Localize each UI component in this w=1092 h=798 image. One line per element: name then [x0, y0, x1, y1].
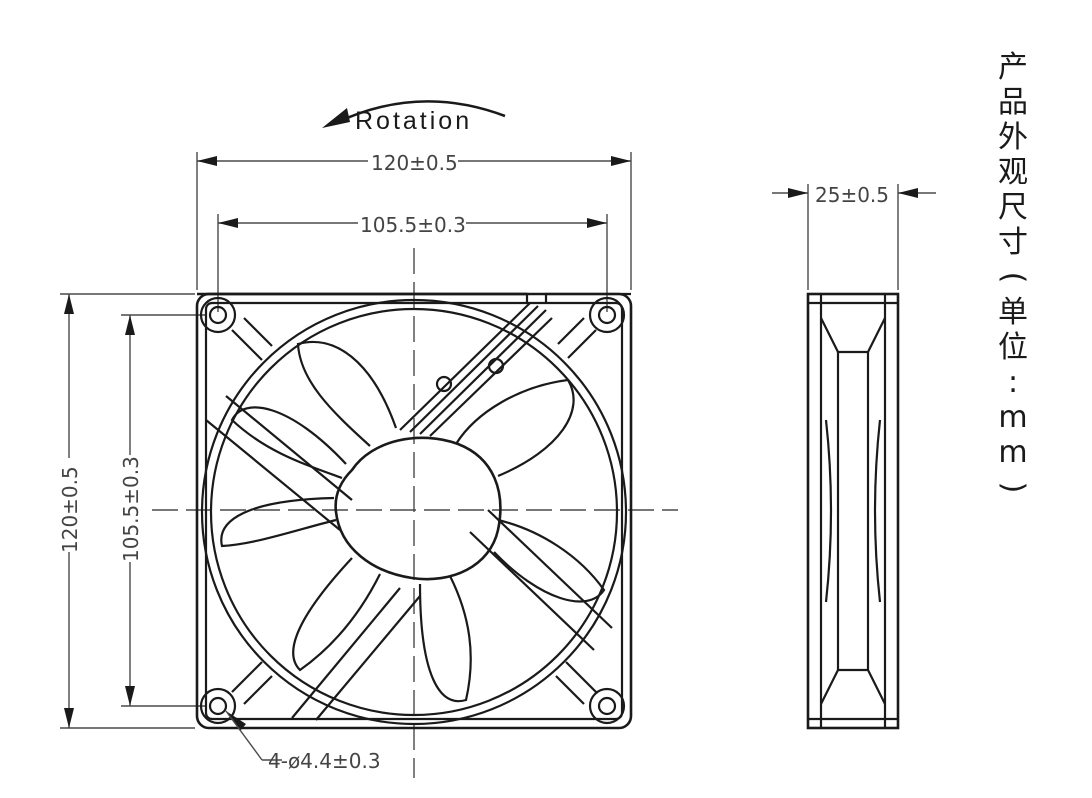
dimension-hole-spacing-vertical: 105.5±0.3: [119, 314, 205, 707]
units-note: 产 品 外 观 尺 寸 ( 单 位 : m m ): [988, 50, 1038, 505]
units-note-char: ): [995, 481, 1031, 494]
corner-webs: [231, 317, 597, 705]
units-note-char: m: [998, 435, 1028, 470]
fan-front-view: 4-ø4.4±0.3: [195, 292, 633, 773]
units-note-char: (: [995, 271, 1031, 284]
fan-blade-3: [493, 518, 606, 603]
frame-inner: [204, 301, 624, 721]
wire-channel: [399, 302, 553, 437]
fan-blade-4: [418, 575, 472, 703]
venturi-outer: [200, 298, 628, 726]
support-spokes: [205, 395, 613, 721]
dimension-thickness: 25±0.5: [772, 183, 936, 290]
mounting-hole-top-left: [208, 305, 228, 325]
mounting-holes-label: 4-ø4.4±0.3: [268, 749, 381, 773]
units-note-char: 寸: [998, 225, 1028, 260]
mounting-hole-bottom-right: [597, 696, 617, 716]
fan-side-view: 25±0.5: [772, 183, 936, 730]
fan-blade-2: [455, 378, 575, 478]
units-note-char: 尺: [998, 190, 1028, 225]
mounting-hole-leader: 4-ø4.4±0.3: [225, 710, 381, 773]
thickness-label: 25±0.5: [815, 183, 889, 207]
units-note-char: 品: [998, 85, 1028, 120]
rotation-arrowhead: [322, 108, 350, 128]
center-lines: [152, 248, 678, 778]
units-note-char: m: [998, 400, 1028, 435]
rotation-label: Rotation: [355, 107, 472, 135]
fan-blade-7: [230, 406, 347, 480]
venturi-inner: [209, 307, 619, 717]
motor-hub: [334, 436, 502, 581]
units-note-char: :: [1007, 365, 1019, 400]
mounting-holes: [199, 296, 626, 725]
fan-blade-5: [292, 557, 381, 672]
overall-height-label: 120±0.5: [58, 466, 82, 553]
overall-width-label: 120±0.5: [371, 151, 458, 175]
fan-blades: [220, 340, 606, 703]
rotation-indicator: Rotation: [322, 100, 506, 135]
units-note-char: 产: [998, 50, 1028, 85]
mounting-hole-bottom-left: [208, 696, 228, 716]
mounting-hole-top-right: [597, 305, 617, 325]
units-note-char: 观: [998, 155, 1028, 190]
units-note-char: 外: [998, 120, 1028, 155]
dimension-overall-width: 120±0.5: [196, 151, 632, 290]
fan-blade-6: [220, 496, 337, 548]
dimension-overall-height: 120±0.5: [58, 293, 195, 729]
hole-spacing-vertical-label: 105.5±0.3: [119, 456, 143, 562]
units-note-char: 位: [998, 330, 1028, 365]
units-note-char: 单: [998, 295, 1028, 330]
hole-spacing-horizontal-label: 105.5±0.3: [360, 213, 466, 237]
rotation-arc: [337, 100, 506, 124]
side-outline: [806, 292, 900, 730]
dimension-hole-spacing-horizontal: 105.5±0.3: [217, 213, 608, 312]
side-housing: [820, 317, 886, 705]
wire-notch: [197, 292, 631, 304]
fan-blade-1: [296, 340, 398, 447]
